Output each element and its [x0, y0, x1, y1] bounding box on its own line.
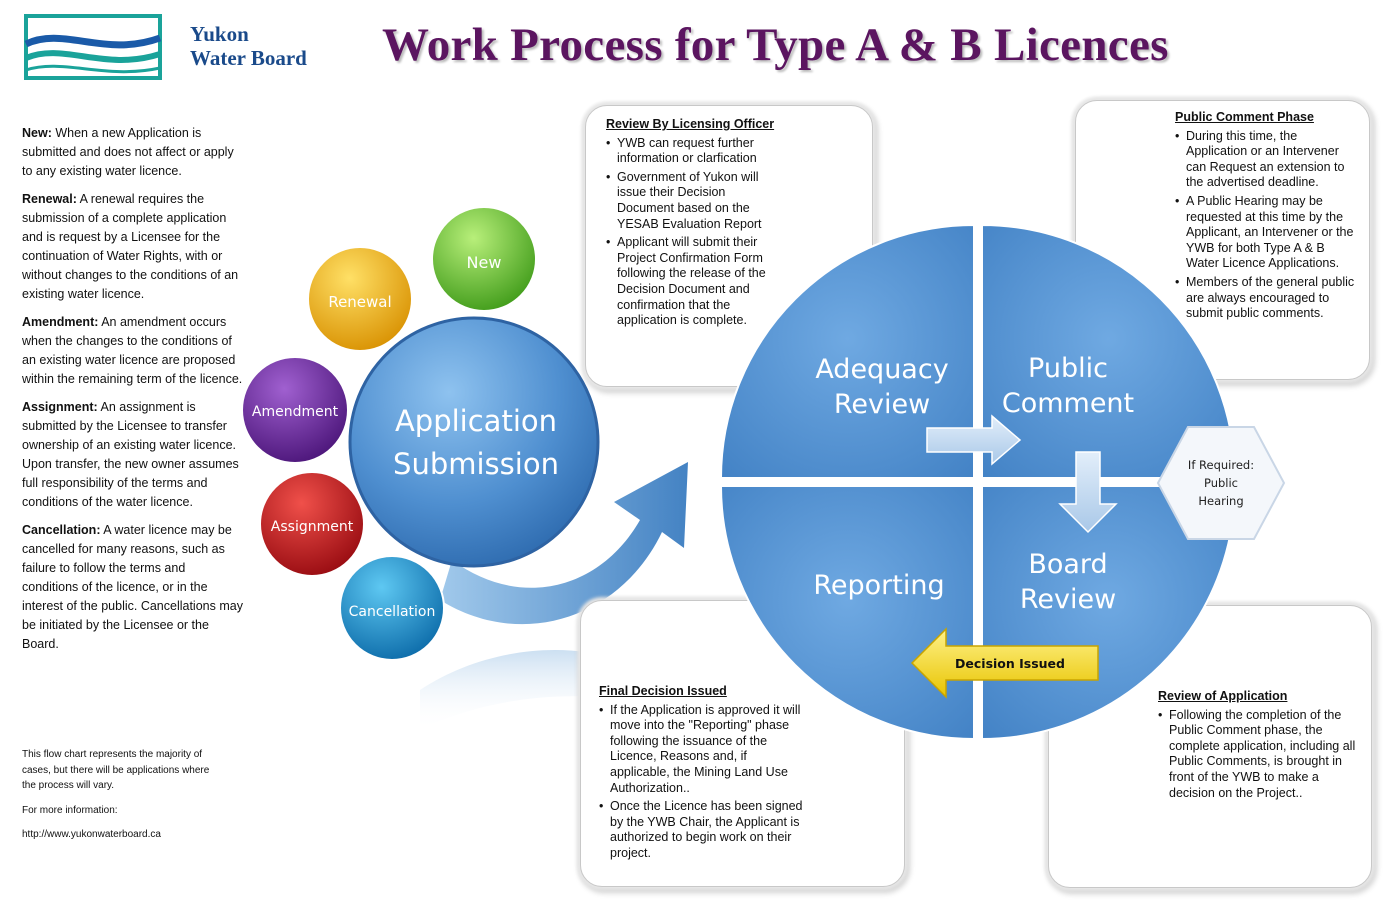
hexagon-line2: Public [1204, 476, 1238, 490]
type-circle-amendment[interactable]: Amendment [241, 356, 349, 464]
callout-bullet: Government of Yukon will issue their Dec… [606, 170, 781, 232]
type-label-new: New [467, 253, 502, 272]
footer-url[interactable]: http://www.yukonwaterboard.ca [22, 829, 161, 840]
type-label-assignment: Assignment [271, 519, 354, 535]
definition-assignment: Assignment: An assignment is submitted b… [22, 400, 239, 509]
callout-bullet: Applicant will submit their Project Conf… [606, 235, 781, 329]
type-circle-new[interactable]: New [431, 206, 537, 312]
quadrant-label-adequacy-1: Adequacy [815, 354, 948, 385]
definitions-list: New: When a new Application is submitted… [22, 124, 244, 663]
yukon-water-board-logo [24, 14, 162, 80]
hexagon-line3: Hearing [1198, 494, 1243, 508]
footer-more-info: For more information: [22, 804, 118, 816]
arrow-down-icon [1058, 451, 1118, 534]
quadrant-label-board-2: Review [1020, 584, 1116, 615]
callout-heading: Review By Licensing Officer [606, 117, 775, 131]
quadrant-label-reporting: Reporting [813, 570, 944, 601]
org-name: Yukon Water Board [190, 22, 307, 70]
type-circle-assignment[interactable]: Assignment [259, 471, 365, 577]
application-submission-line1: Application [395, 404, 557, 438]
quadrant-label-board-1: Board [1028, 549, 1107, 580]
type-label-cancellation: Cancellation [349, 604, 436, 620]
callout-heading: Public Comment Phase [1175, 110, 1314, 124]
callout-bullet: Once the Licence has been signed by the … [599, 799, 804, 861]
callout-bullet: During this time, the Application or an … [1175, 129, 1357, 191]
callout-bullet: If the Application is approved it will m… [599, 703, 804, 797]
public-hearing-hexagon[interactable]: If Required: Public Hearing [1156, 426, 1286, 540]
quadrant-label-public-1: Public [1028, 353, 1108, 384]
type-label-renewal: Renewal [328, 293, 391, 311]
application-submission-circle[interactable]: Application Submission [348, 316, 600, 568]
flow-arrow-reflection [420, 650, 620, 730]
footer-disclaimer: This flow chart represents the majority … [22, 749, 210, 791]
flow-arrow [440, 462, 688, 625]
decision-issued-arrow: Decision Issued [910, 627, 1099, 699]
quadrant-public-comment[interactable]: Public Comment [981, 223, 1237, 479]
callout-heading: Review of Application [1158, 689, 1288, 703]
definition-cancellation: Cancellation: A water licence may be can… [22, 523, 243, 651]
arrow-right-icon [926, 414, 1022, 466]
callout-bullet: YWB can request further information or c… [606, 136, 781, 167]
callout-bullet: A Public Hearing may be requested at thi… [1175, 194, 1357, 272]
callout-review-by-licensing-officer: Review By Licensing Officer YWB can requ… [585, 105, 873, 387]
callout-bullet: Following the completion of the Public C… [1158, 708, 1358, 802]
type-circle-cancellation[interactable]: Cancellation [339, 555, 445, 661]
quadrant-label-adequacy-2: Review [834, 389, 930, 420]
hexagon-line1: If Required: [1188, 458, 1254, 472]
type-label-amendment: Amendment [252, 404, 339, 420]
definition-new: New: When a new Application is submitted… [22, 126, 234, 178]
quadrant-adequacy-review[interactable]: Adequacy Review [719, 223, 975, 479]
footer-note: This flow chart represents the majority … [22, 747, 212, 852]
application-submission-line2: Submission [393, 447, 559, 481]
callout-heading: Final Decision Issued [599, 684, 727, 698]
definition-renewal: Renewal: A renewal requires the submissi… [22, 192, 239, 301]
quadrant-reporting[interactable]: Reporting [719, 485, 975, 741]
page-title: Work Process for Type A & B Licences [382, 19, 1169, 71]
decision-issued-label: Decision Issued [955, 656, 1065, 671]
quadrant-label-public-2: Comment [1002, 388, 1134, 419]
type-circle-renewal[interactable]: Renewal [307, 246, 413, 352]
callout-final-decision-issued: Final Decision Issued If the Application… [580, 600, 905, 887]
definition-amendment: Amendment: An amendment occurs when the … [22, 315, 243, 386]
callout-bullet: Members of the general public are always… [1175, 275, 1357, 322]
